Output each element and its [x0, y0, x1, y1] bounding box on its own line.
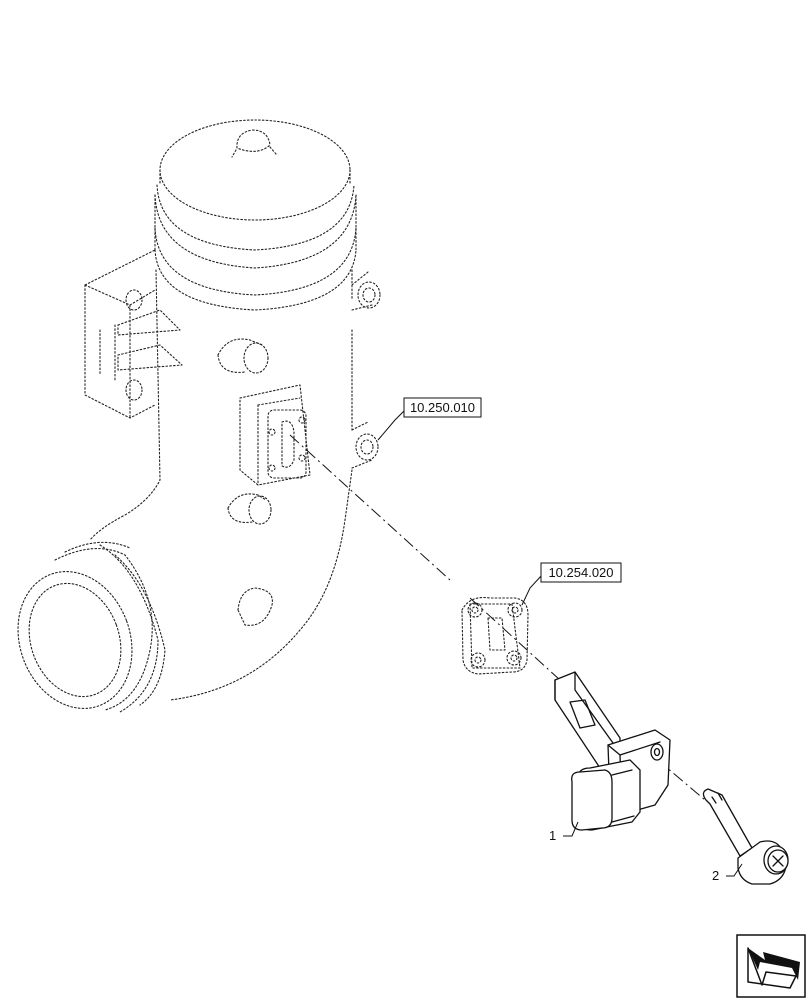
callout-1: 1 [549, 821, 579, 843]
assembly-center-line [289, 434, 706, 801]
callout-2: 2 [712, 863, 743, 883]
reference-lower[interactable]: 10.254.020 [521, 562, 622, 606]
bolt [702, 788, 789, 885]
reference-upper-label: 10.250.010 [410, 400, 475, 415]
intake-elbow-housing [17, 119, 381, 713]
next-page-arrow-icon[interactable] [736, 934, 806, 998]
callout-1-number: 1 [549, 828, 556, 843]
gasket [461, 596, 529, 675]
reference-lower-label: 10.254.020 [548, 565, 613, 580]
callout-2-number: 2 [712, 868, 719, 883]
reference-upper[interactable]: 10.250.010 [377, 397, 482, 441]
sensor [554, 671, 671, 831]
